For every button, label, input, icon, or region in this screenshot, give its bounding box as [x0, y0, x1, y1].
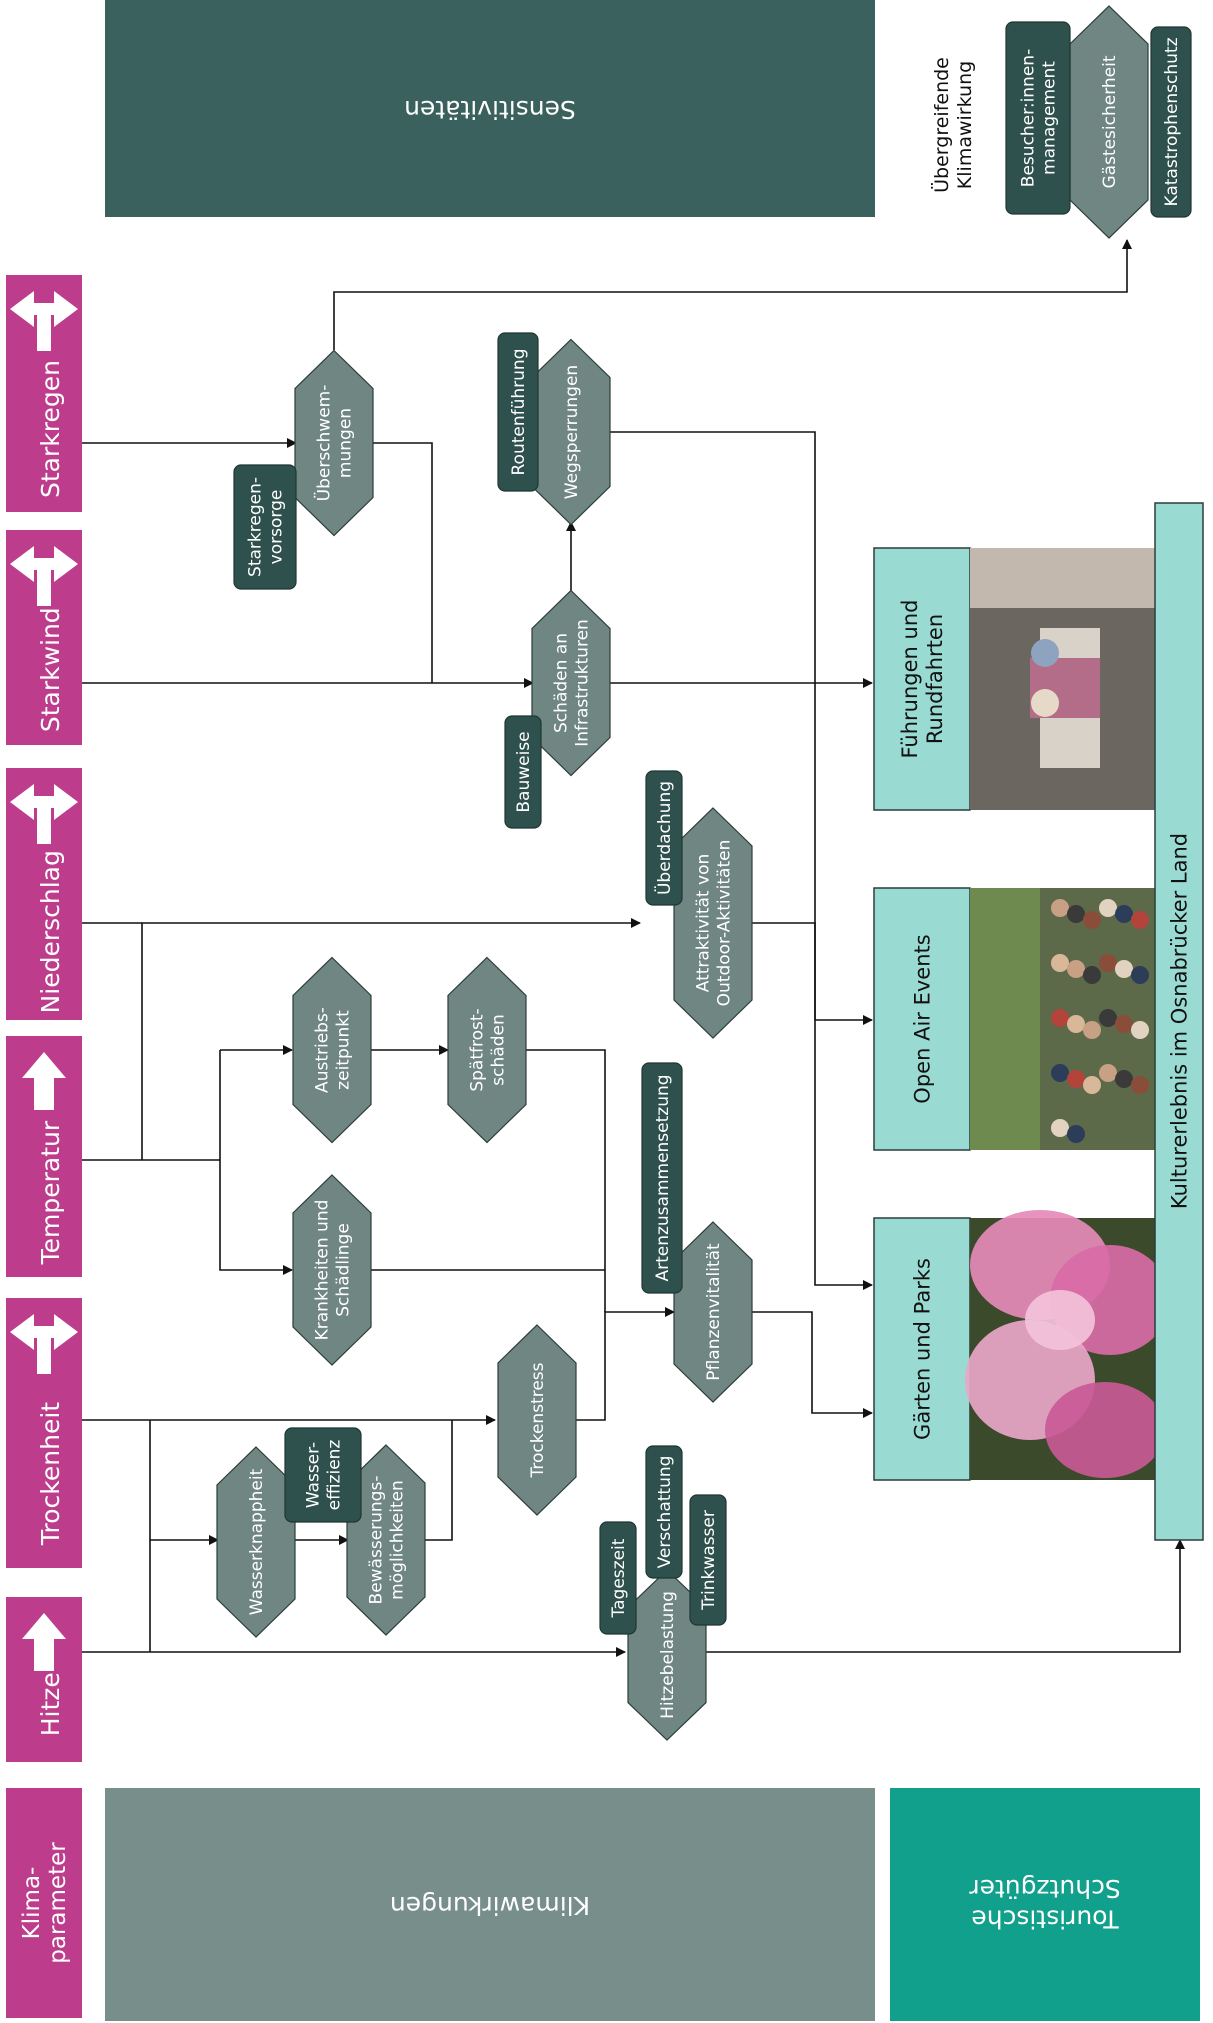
tourism-goods-band [890, 1788, 1200, 2021]
climate-impacts-band [105, 1788, 875, 2021]
cultural-experience-label: Kulturerlebnis im Osnabrücker Land [1167, 833, 1191, 1209]
pests-node-label: Krankheiten undSchädlinge [312, 1200, 353, 1341]
guest-safety-node: Gästesicherheit [1069, 5, 1149, 239]
up-down-arrow-icon [10, 784, 78, 844]
guided-tours-box: Führungen undRundfahrten [873, 547, 971, 811]
crowd-photo [970, 888, 1158, 1150]
species-composition-sensitivity: Artenzusammensetzung [641, 1062, 683, 1294]
climate-parameter-header [6, 1788, 82, 2018]
open-air-events-box: Open Air Events [873, 887, 971, 1151]
open-air-events-box-label: Open Air Events [910, 934, 934, 1103]
shading-sensitivity: Verschattung [645, 1445, 683, 1579]
outdoor-attractiveness-node: Attraktivität vonOutdoor-Aktivitäten [673, 807, 753, 1039]
water-efficiency-sensitivity: Wasser-effizienz [284, 1427, 362, 1523]
roofing-sensitivity-label: Überdachung [653, 781, 675, 895]
water-scarcity-node-label: Wasserknappheit [247, 1468, 267, 1615]
guest-safety-node-label: Gästesicherheit [1100, 55, 1120, 188]
parameter-label: Starkregen [36, 360, 65, 498]
guided-tours-box-label: Führungen undRundfahrten [898, 600, 947, 759]
construction-sensitivity: Bauweise [504, 715, 542, 829]
gardens-parks-box: Gärten und Parks [873, 1217, 971, 1481]
couple-photo [970, 548, 1158, 810]
irrigation-node: Bewässerungs-möglichkeiten [346, 1444, 426, 1636]
parameter-hitze: Hitze [6, 1597, 82, 1762]
sensitivities-band [105, 0, 875, 217]
tourism-goods-band-label: TouristischeSchutzgüter [969, 1874, 1121, 1933]
construction-sensitivity-label: Bauweise [514, 731, 534, 812]
parameter-starkwind: Starkwind [6, 530, 82, 745]
drought-stress-node: Trockenstress [497, 1324, 577, 1516]
daytime-sensitivity: Tageszeit [599, 1521, 637, 1635]
parameter-label: Trockenheit [36, 1402, 65, 1546]
parameter-trockenheit: Trockenheit [6, 1298, 82, 1568]
budding-node: Austriebs-zeitpunkt [292, 956, 372, 1144]
gardens-parks-box-label: Gärten und Parks [910, 1258, 934, 1440]
routing-sensitivity: Routenführung [497, 332, 539, 492]
parameter-niederschlag: Niederschlag [6, 768, 82, 1020]
parameter-label: Starkwind [36, 607, 65, 732]
up-arrow-icon [22, 1613, 66, 1671]
sensitivities-band-label: Sensitivitäten [404, 95, 576, 124]
frost-damage-node: Spätfrost-schäden [447, 956, 527, 1144]
parameter-temperatur: Temperatur [6, 1036, 82, 1277]
up-down-arrow-icon [10, 1314, 78, 1374]
outdoor-attractiveness-node-label: Attraktivität vonOutdoor-Aktivitäten [693, 840, 734, 1007]
water-efficiency-sensitivity-label: Wasser-effizienz [303, 1440, 344, 1511]
plant-vitality-node-label: Pflanzenvitalität [704, 1243, 724, 1381]
infrastructure-damage-node-label: Schäden anInfrastrukturen [551, 619, 592, 747]
heat-stress-node-label: Hitzebelastung [658, 1591, 678, 1719]
disaster-protection-sensitivity: Katastrophenschutz [1150, 26, 1192, 218]
heavy-rain-prevention-sensitivity: Starkregen-vorsorge [233, 464, 297, 590]
drinking-water-sensitivity: Trinkwasser [689, 1494, 727, 1626]
cross-cutting-label: ÜbergreifendeKlimawirkung [930, 57, 976, 193]
up-down-arrow-icon [10, 546, 78, 606]
climate-impacts-band-label: Klimawirkungen [390, 1891, 590, 1920]
flower-photo [965, 1210, 1170, 1480]
roofing-sensitivity: Überdachung [645, 770, 683, 906]
water-scarcity-node: Wasserknappheit [216, 1446, 296, 1638]
plant-vitality-node: Pflanzenvitalität [673, 1221, 753, 1403]
pests-node: Krankheiten undSchädlinge [292, 1174, 372, 1366]
drought-stress-node-label: Trockenstress [528, 1362, 548, 1478]
up-down-arrow-icon [10, 291, 78, 351]
visitor-management-sensitivity-label: Besucher:innen-management [1018, 49, 1059, 187]
routing-sensitivity-label: Routenführung [509, 349, 529, 476]
flooding-node: Überschwem-mungen [294, 349, 374, 537]
shading-sensitivity-label: Verschattung [655, 1456, 675, 1569]
path-closure-node: Wegsperrungen [531, 338, 611, 526]
heat-stress-node: Hitzebelastung [627, 1569, 707, 1741]
budding-node-label: Austriebs-zeitpunkt [312, 1007, 353, 1093]
daytime-sensitivity-label: Tageszeit [609, 1538, 629, 1618]
species-composition-sensitivity-label: Artenzusammensetzung [653, 1074, 673, 1281]
flooding-node-label: Überschwem-mungen [312, 385, 355, 502]
parameter-label: Hitze [36, 1672, 65, 1736]
infrastructure-damage-node: Schäden anInfrastrukturen [531, 589, 611, 777]
path-closure-node-label: Wegsperrungen [562, 365, 582, 499]
frost-damage-node-label: Spätfrost-schäden [467, 1008, 508, 1091]
up-arrow-icon [22, 1052, 66, 1110]
disaster-protection-sensitivity-label: Katastrophenschutz [1162, 37, 1182, 206]
drinking-water-sensitivity-label: Trinkwasser [699, 1510, 719, 1611]
parameter-label: Niederschlag [36, 850, 65, 1013]
visitor-management-sensitivity: Besucher:innen-management [1005, 21, 1071, 215]
heavy-rain-prevention-sensitivity-label: Starkregen-vorsorge [245, 477, 286, 577]
parameter-starkregen: Starkregen [6, 275, 82, 512]
cultural-experience-bar: Kulturerlebnis im Osnabrücker Land [1154, 502, 1204, 1541]
irrigation-node-label: Bewässerungs-möglichkeiten [366, 1476, 407, 1605]
parameter-label: Temperatur [36, 1120, 65, 1265]
climate-parameter-header-label: Klima-parameter [19, 1842, 71, 1964]
